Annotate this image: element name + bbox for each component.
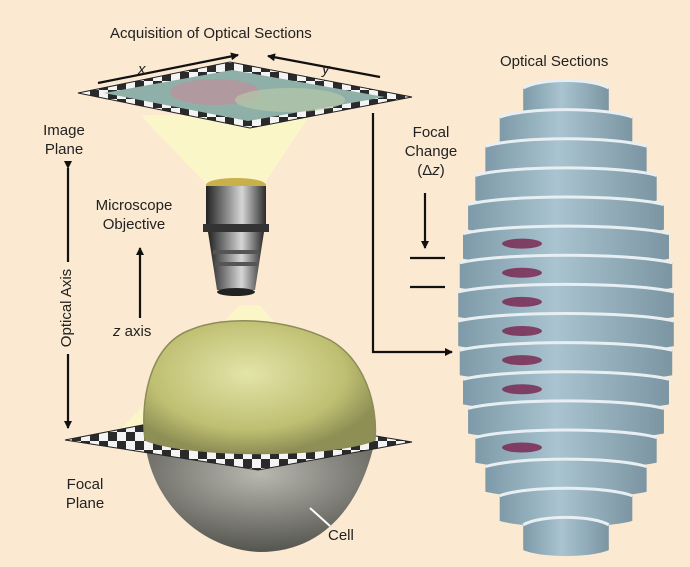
z-axis-label-word: axis [125,323,152,340]
optical-section-stack [458,81,674,557]
acquisition-title: Acquisition of Optical Sections [110,24,312,43]
focal-change-label: Focal Change (Δz) [396,123,466,180]
image-plane-label: Image Plane [34,121,94,159]
microscope-label-line1: Microscope [84,196,184,215]
microscope-objective [203,178,269,296]
x-axis-label: x [138,60,146,79]
focal-change-label-line3: (Δz) [396,161,466,180]
optical-sections-title: Optical Sections [500,52,608,71]
y-axis-label: y [322,60,330,79]
focal-plane-label-line1: Focal [55,475,115,494]
image-plane-label-line1: Image [34,121,94,140]
nucleus-section [502,355,542,365]
nucleus-section [502,239,542,249]
delta-symbol: (Δ [417,162,432,179]
focal-change-label-line2: Change [396,142,466,161]
microscope-objective-label: Microscope Objective [84,196,184,234]
optical-axis-label: Optical Axis [57,262,76,354]
microscope-label-line2: Objective [84,215,184,234]
optical-section-slice [523,517,609,556]
nucleus-section [502,326,542,336]
nucleus-section [502,443,542,453]
nucleus-section [502,268,542,278]
image-plane [78,62,412,128]
cell-label: Cell [328,526,354,545]
focal-plane-label-line2: Plane [55,494,115,513]
nucleus-section [502,297,542,307]
delta-close-paren: ) [440,162,445,179]
nucleus-section [502,384,542,394]
z-axis-label-var: z [113,323,121,340]
image-plane-label-line2: Plane [34,140,94,159]
cell-upper [144,321,376,454]
focal-change-label-line1: Focal [396,123,466,142]
delta-z-var: z [432,162,440,179]
focal-plane-label: Focal Plane [55,475,115,513]
z-axis-label: z axis [113,322,151,341]
